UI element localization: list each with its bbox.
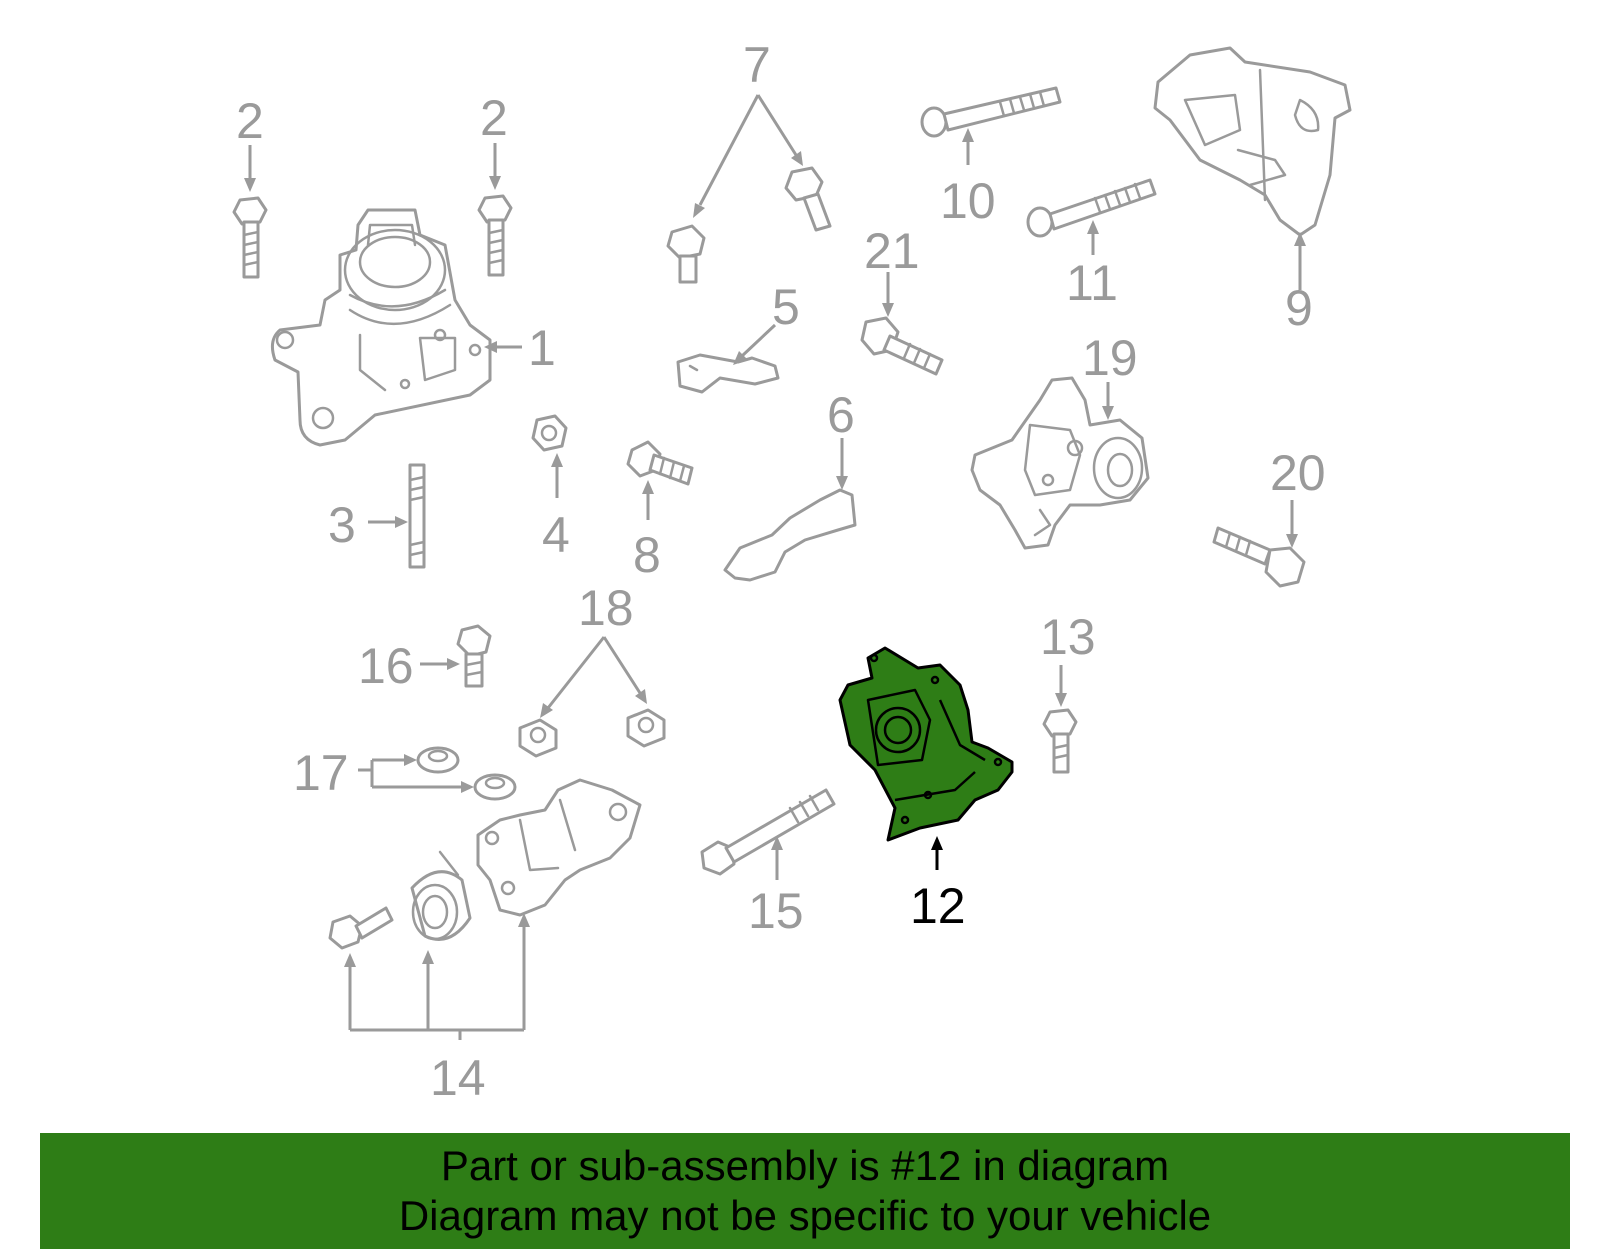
arrowhead-20	[1286, 534, 1298, 548]
arrowhead-9	[1294, 232, 1306, 246]
callout-9: 9	[1285, 280, 1313, 336]
footer-banner: Part or sub-assembly is #12 in diagram D…	[40, 1133, 1570, 1249]
part-1-engine-mount[interactable]	[270, 208, 492, 447]
callout-2a: 2	[236, 93, 264, 149]
callout-4: 4	[542, 507, 570, 563]
leader-18a	[546, 636, 606, 709]
arrowhead-3	[395, 516, 408, 528]
leader-5	[740, 323, 777, 358]
part-11-bolt[interactable]	[1026, 178, 1157, 238]
callout-11: 11	[1066, 255, 1118, 311]
leader-7b	[756, 94, 798, 156]
callout-16: 16	[358, 638, 414, 694]
leader-18b	[602, 636, 642, 694]
leader-17	[358, 758, 462, 789]
arrowhead-18b	[635, 689, 647, 704]
part-18-nut-left[interactable]	[518, 718, 558, 758]
part-13-bolt[interactable]	[1042, 708, 1078, 774]
part-15-bolt[interactable]	[700, 788, 836, 876]
arrowhead-15	[771, 836, 783, 850]
part-5-bracket[interactable]	[676, 353, 780, 394]
callout-2b: 2	[480, 90, 508, 146]
part-4-nut[interactable]	[531, 414, 568, 452]
callout-17: 17	[293, 745, 349, 801]
part-18-nut-right[interactable]	[626, 708, 666, 748]
callout-20: 20	[1270, 445, 1326, 501]
part-9-bracket[interactable]	[1153, 46, 1352, 237]
callout-3: 3	[328, 497, 356, 553]
arrowhead-21	[882, 303, 894, 317]
part-7-bolt-right[interactable]	[784, 166, 832, 232]
arrowhead-11	[1087, 220, 1099, 234]
arrowhead-17a	[404, 754, 417, 766]
arrowhead-10	[962, 128, 974, 142]
arrowhead-14c	[518, 913, 530, 927]
part-16-bolt[interactable]	[456, 624, 492, 688]
part-6-shield[interactable]	[723, 488, 857, 582]
arrowhead-4	[551, 453, 563, 467]
part-12-transmission-mount[interactable]	[838, 646, 1014, 842]
arrowhead-8	[642, 480, 654, 494]
part-10-bolt[interactable]	[920, 86, 1062, 138]
arrowhead-17b	[461, 781, 474, 793]
part-14-bracket[interactable]	[476, 778, 642, 917]
arrowhead-2a	[244, 178, 256, 192]
callout-14: 14	[430, 1050, 486, 1106]
callout-12: 12	[910, 878, 966, 934]
part-14-bushing[interactable]	[410, 850, 472, 941]
callout-6: 6	[827, 387, 855, 443]
callout-19: 19	[1082, 330, 1138, 386]
part-17-washer-top[interactable]	[416, 746, 460, 774]
footer-line-part-number: Part or sub-assembly is #12 in diagram	[440, 1142, 1170, 1189]
callout-7: 7	[743, 37, 771, 93]
arrowhead-7a	[693, 203, 705, 218]
arrowhead-7b	[791, 151, 803, 166]
arrowhead-14a	[344, 953, 356, 967]
part-19-mount[interactable]	[970, 376, 1150, 550]
arrowhead-18a	[540, 703, 553, 718]
callout-5: 5	[772, 279, 800, 335]
arrowhead-6	[836, 476, 848, 490]
arrowhead-13	[1055, 693, 1067, 707]
callout-21: 21	[864, 223, 920, 279]
part-17-washer-bottom[interactable]	[473, 773, 517, 801]
callout-8: 8	[633, 527, 661, 583]
part-3-stud[interactable]	[408, 463, 426, 569]
arrowhead-1	[484, 341, 497, 353]
callout-15: 15	[748, 883, 804, 939]
part-7-bolt-left[interactable]	[666, 224, 706, 284]
part-8-bolt[interactable]	[626, 440, 694, 486]
part-20-bolt[interactable]	[1212, 526, 1306, 588]
arrowhead-16	[447, 658, 460, 670]
part-2-bolt-left[interactable]	[232, 196, 268, 279]
part-14-bolt[interactable]	[328, 906, 394, 950]
arrowhead-5	[733, 351, 748, 365]
leader-14	[348, 925, 526, 1032]
callout-1: 1	[528, 320, 556, 376]
callout-10: 10	[940, 173, 996, 229]
arrowhead-12	[931, 836, 943, 850]
part-21-bolt[interactable]	[860, 316, 944, 376]
footer-line-disclaimer: Diagram may not be specific to your vehi…	[398, 1192, 1212, 1239]
arrowhead-2b	[489, 176, 501, 190]
arrowhead-19	[1102, 406, 1114, 420]
arrowhead-14b	[422, 950, 434, 964]
callout-13: 13	[1040, 609, 1096, 665]
leader-7a	[698, 94, 760, 206]
part-2-bolt-right[interactable]	[477, 194, 513, 277]
callout-18: 18	[578, 580, 634, 636]
